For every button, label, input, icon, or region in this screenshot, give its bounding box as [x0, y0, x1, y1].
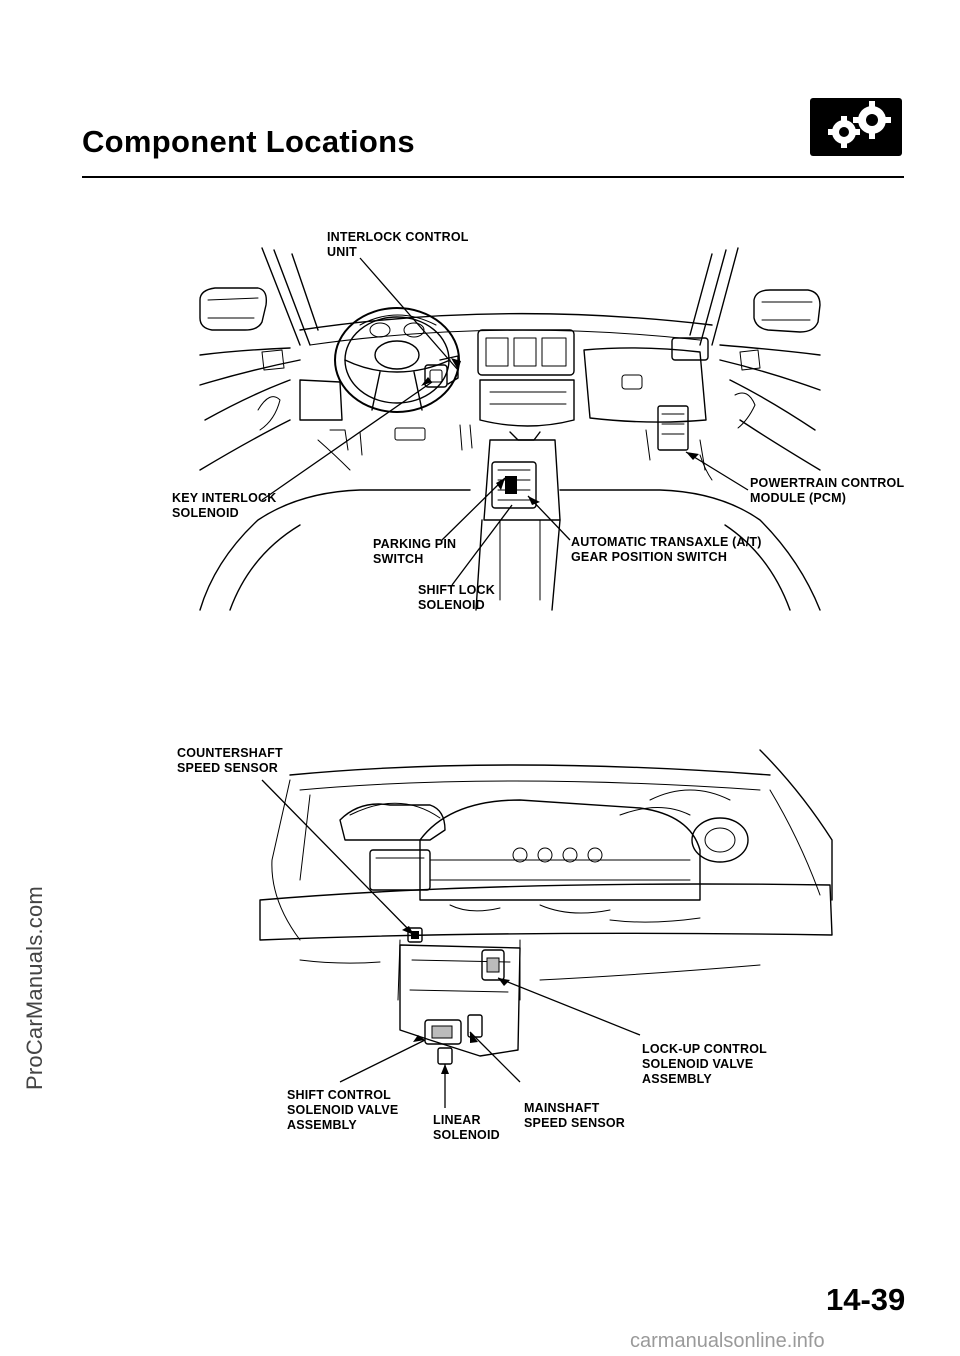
label-automatic-transaxle-switch: AUTOMATIC TRANSAXLE (A/T) GEAR POSITION … [571, 535, 762, 564]
page-number: 14-39 [826, 1282, 906, 1317]
label-countershaft-speed-sensor: COUNTERSHAFT SPEED SENSOR [177, 746, 283, 775]
engine-leader-lines [261, 779, 641, 1108]
transmission-gears-icon [810, 98, 902, 156]
label-interlock-control-unit: INTERLOCK CONTROL UNIT [327, 230, 469, 259]
title-divider [82, 176, 904, 178]
label-parking-pin-switch: PARKING PIN SWITCH [373, 537, 457, 566]
page-title: Component Locations [82, 124, 415, 159]
label-key-interlock-solenoid: KEY INTERLOCK SOLENOID [172, 491, 277, 520]
interior-leader-lines [261, 257, 749, 586]
label-shift-lock-solenoid: SHIFT LOCK SOLENOID [418, 583, 495, 612]
footer-watermark: carmanualsonline.info [630, 1330, 825, 1352]
engine-illustration [259, 749, 833, 1065]
dashboard-illustration [199, 247, 821, 611]
label-powertrain-control-module: POWERTRAIN CONTROL MODULE (PCM) [750, 476, 905, 505]
label-shift-control-solenoid: SHIFT CONTROL SOLENOID VALVE ASSEMBLY [287, 1088, 399, 1132]
label-lockup-control-solenoid: LOCK-UP CONTROL SOLENOID VALVE ASSEMBLY [642, 1042, 767, 1086]
label-mainshaft-speed-sensor: MAINSHAFT SPEED SENSOR [524, 1101, 626, 1130]
label-linear-solenoid: LINEAR SOLENOID [433, 1113, 500, 1142]
